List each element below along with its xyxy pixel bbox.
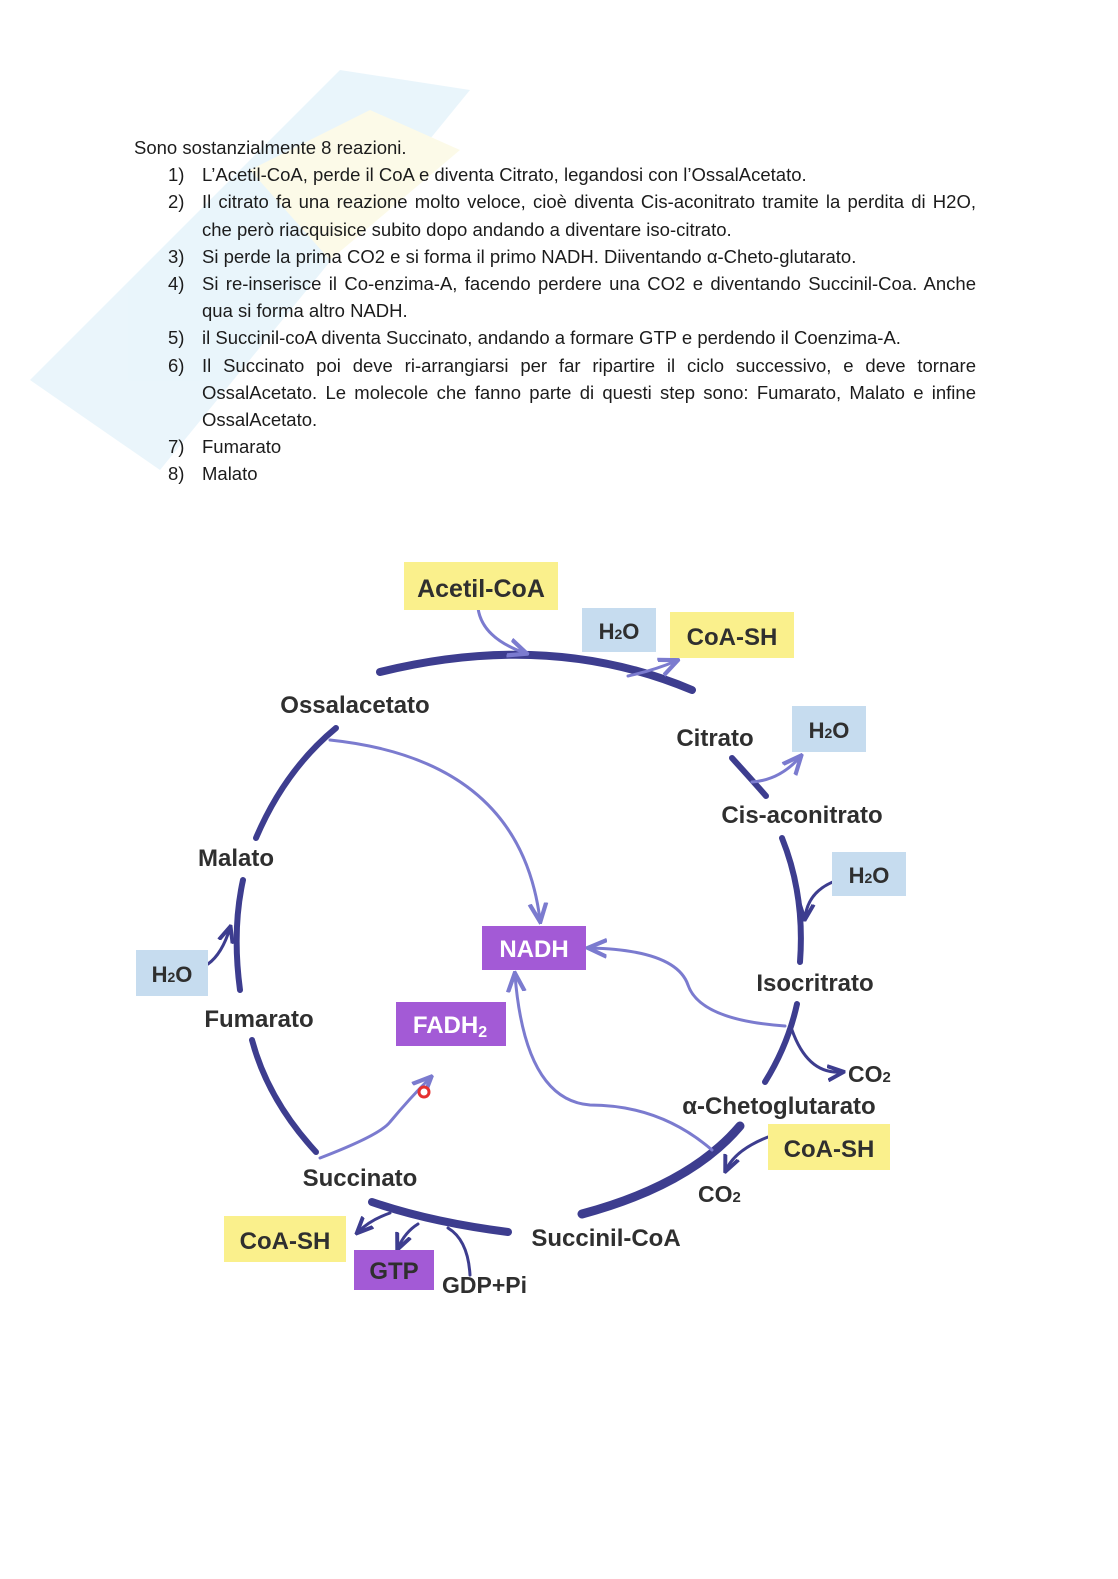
metabolite-succinate: Succinato xyxy=(303,1165,418,1192)
arc-oxaloacetate-citrate xyxy=(376,650,696,694)
step-item: 8) Malato xyxy=(134,460,976,487)
metabolite-fumarate: Fumarato xyxy=(204,1006,313,1033)
arrow-gtp-out xyxy=(398,1222,420,1248)
step-text: Fumarato xyxy=(202,436,282,458)
gdp-pi-label: GDP+Pi xyxy=(442,1272,527,1298)
coash-label-top: CoA-SH xyxy=(687,624,778,651)
arrow-h2o-out-citrate xyxy=(750,757,800,784)
nadh-label: NADH xyxy=(499,936,568,963)
arrow-acetylcoa-in xyxy=(476,606,525,653)
arc-citrate-cisaconitate xyxy=(729,755,769,799)
metabolite-alpha-ketoglutarate: α-Chetoglutarato xyxy=(682,1093,875,1120)
step-text: Si perde la prima CO2 e si forma il prim… xyxy=(202,245,857,267)
step-item: 7) Fumarato xyxy=(134,433,976,460)
step-number: 6) xyxy=(168,354,185,376)
red-dot xyxy=(417,1085,431,1099)
co2-label-isocitrate: CO2 xyxy=(848,1061,891,1087)
intro-sentence: Sono sostanzialmente 8 reazioni. xyxy=(134,137,407,158)
step-number: 5) xyxy=(168,327,185,349)
cycle-arcs xyxy=(233,650,804,1236)
arc-succinate-fumarate xyxy=(249,1037,319,1155)
metabolite-succinyl-coa: Succinil-CoA xyxy=(531,1225,680,1252)
gtp-box: GTP xyxy=(354,1250,434,1290)
arrow-h2o-in-fumarate xyxy=(206,928,230,966)
document-text: Sono sostanzialmente 8 reazioni. 1) L’Ace… xyxy=(134,134,976,488)
step-item: 4) Si re-inserisce il Co-enzima-A, facend… xyxy=(134,270,976,324)
fadh2-main: FADH xyxy=(413,1012,478,1039)
metabolite-citrate: Citrato xyxy=(676,725,753,752)
step-text: Malato xyxy=(202,463,258,485)
arrow-coash-in-right xyxy=(726,1135,770,1170)
water-box-isocitrate: H2O xyxy=(832,852,906,896)
arc-succinylcoa-succinate xyxy=(368,1198,512,1236)
reaction-arrows xyxy=(206,606,842,1277)
gtp-label: GTP xyxy=(369,1258,418,1285)
step-text: Il citrato fa una reazione molto veloce,… xyxy=(202,191,976,240)
arc-isocitrate-ketoglutarate xyxy=(762,1001,800,1085)
water-box-top: H2O xyxy=(582,608,656,652)
step-item: 3) Si perde la prima CO2 e si forma il pr… xyxy=(134,243,976,270)
arc-ketoglutarate-succinylcoa xyxy=(577,1121,745,1219)
arc-fumarate-malate xyxy=(233,877,246,993)
reaction-steps-list: 1) L’Acetil-CoA, perde il CoA e diventa C… xyxy=(134,161,976,487)
step-item: 2) Il citrato fa una reazione molto veloc… xyxy=(134,188,976,242)
water-label: H2O xyxy=(849,863,890,888)
coash-box-top: CoA-SH xyxy=(670,612,794,658)
nadh-box: NADH xyxy=(482,926,586,970)
coash-box-right: CoA-SH xyxy=(768,1124,890,1170)
arrow-co2-out-isocitrate xyxy=(790,1028,842,1072)
arrow-isocitrate-nadh xyxy=(590,948,787,1028)
metabolite-oxaloacetate: Ossalacetato xyxy=(280,692,429,719)
coash-box-bottom: CoA-SH xyxy=(224,1216,346,1262)
arrow-coash-out-bottom xyxy=(358,1211,392,1232)
step-number: 3) xyxy=(168,245,185,267)
step-text: il Succinil-coA diventa Succinato, andan… xyxy=(202,327,901,349)
arc-malate-oxaloacetate xyxy=(253,725,339,841)
metabolite-isocitrate: Isocritrato xyxy=(756,970,873,997)
coash-label-bottom: CoA-SH xyxy=(240,1228,331,1255)
arrow-ketoglutarate-nadh xyxy=(515,975,714,1152)
fadh2-label: FADH2 xyxy=(413,1012,487,1041)
metabolite-malate: Malato xyxy=(198,845,274,872)
step-text: L’Acetil-CoA, perde il CoA e diventa Cit… xyxy=(202,164,807,186)
arrow-oxaloacetate-nadh xyxy=(328,738,540,920)
arrow-succinate-fadh2 xyxy=(318,1078,430,1160)
arrow-gdppi-in xyxy=(446,1226,472,1277)
metabolite-cis-aconitate: Cis-aconitrato xyxy=(721,802,882,829)
water-label: H2O xyxy=(809,718,850,743)
step-number: 1) xyxy=(168,164,185,186)
step-item: 6) Il Succinato poi deve ri-arrangiarsi p… xyxy=(134,352,976,434)
step-text: Il Succinato poi deve ri-arrangiarsi per… xyxy=(202,354,976,431)
water-box-citrate: H2O xyxy=(792,706,866,752)
water-box-fumarate: H2O xyxy=(136,950,208,996)
arrow-coash-out-top xyxy=(626,661,676,678)
water-label: H2O xyxy=(152,962,193,987)
fadh2-sub: 2 xyxy=(478,1024,487,1041)
fadh2-box: FADH2 xyxy=(396,1002,506,1046)
acetyl-coa-label: Acetil-CoA xyxy=(417,575,545,603)
step-number: 4) xyxy=(168,273,185,295)
co2-label-ketoglutarate: CO2 xyxy=(698,1181,741,1207)
step-text: Si re-inserisce il Co-enzima-A, facendo … xyxy=(202,273,976,322)
step-number: 7) xyxy=(168,436,185,458)
acetyl-coa-box: Acetil-CoA xyxy=(404,562,558,610)
arc-cisaconitate-isocitrate xyxy=(779,835,804,965)
water-label: H2O xyxy=(599,619,640,644)
coash-label-right: CoA-SH xyxy=(784,1136,875,1163)
step-item: 5) il Succinil-coA diventa Succinato, and… xyxy=(134,324,976,351)
step-number: 2) xyxy=(168,191,185,213)
step-item: 1) L’Acetil-CoA, perde il CoA e diventa C… xyxy=(134,161,976,188)
step-number: 8) xyxy=(168,463,185,485)
